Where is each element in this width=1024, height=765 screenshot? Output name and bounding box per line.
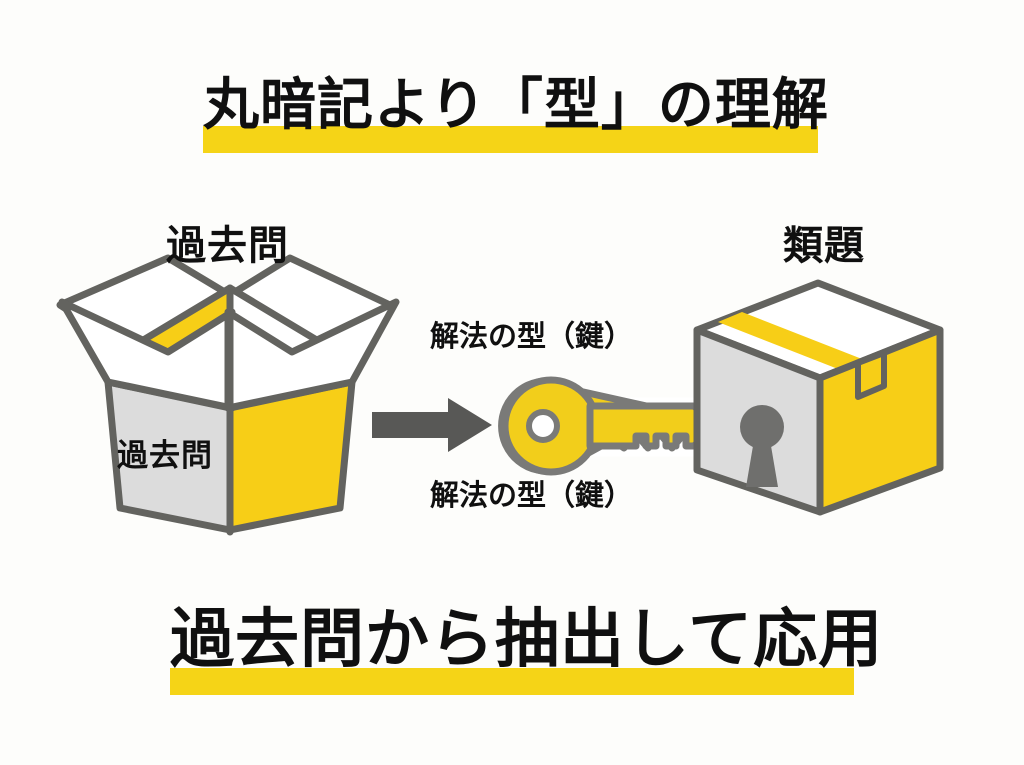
left-box-label-above: 過去問 bbox=[166, 223, 289, 269]
footer-highlight-bar bbox=[170, 668, 854, 695]
keyhole-circle bbox=[740, 405, 784, 449]
key-label-above: 解法の型（鍵） bbox=[430, 319, 634, 353]
keyhole-stem bbox=[746, 440, 778, 487]
right-box-tape-top bbox=[718, 312, 862, 369]
key-bow-hole bbox=[526, 409, 560, 443]
keyhole-icon bbox=[740, 405, 784, 487]
right-box-label-above: 類題 bbox=[783, 223, 865, 269]
left-box-label-front: 過去問 bbox=[117, 438, 213, 474]
footer-title: 過去問から抽出して応用 bbox=[170, 603, 884, 677]
right-box-tape-tab bbox=[855, 350, 887, 400]
title-highlight-bar bbox=[203, 126, 818, 153]
key-icon bbox=[498, 376, 731, 476]
key-label-below: 解法の型（鍵） bbox=[430, 478, 634, 512]
key-shape-clean bbox=[501, 376, 720, 476]
page-title: 丸暗記より「型」の理解 bbox=[203, 73, 829, 138]
right-arrow-shape bbox=[372, 398, 492, 452]
left-open-box bbox=[56, 254, 400, 536]
right-arrow bbox=[372, 398, 492, 452]
right-closed-box bbox=[693, 279, 944, 516]
